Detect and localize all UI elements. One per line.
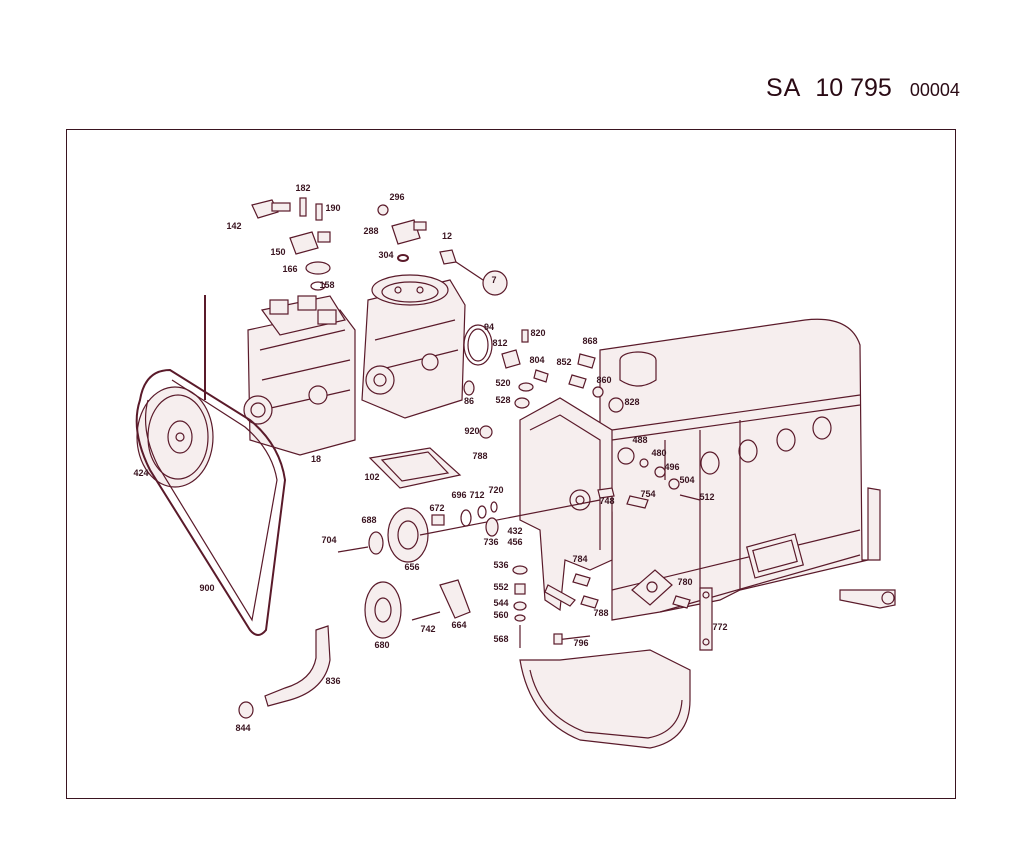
compressor-bracket	[519, 397, 713, 651]
callout-288: 288	[363, 226, 378, 236]
callout-7: 7	[491, 275, 496, 285]
callout-12: 12	[442, 231, 452, 241]
callout-754: 754	[640, 489, 655, 499]
callout-688: 688	[361, 515, 376, 525]
engine-block	[519, 318, 896, 749]
callout-656: 656	[404, 562, 419, 572]
callout-150: 150	[270, 247, 285, 257]
callout-680: 680	[374, 640, 389, 650]
callout-504: 504	[679, 475, 694, 485]
callout-18: 18	[311, 454, 321, 464]
callout-304: 304	[378, 250, 393, 260]
callout-720: 720	[488, 485, 503, 495]
callout-512: 512	[699, 492, 714, 502]
callout-772: 772	[712, 622, 727, 632]
callout-94: 94	[484, 322, 494, 332]
callout-788: 788	[472, 451, 487, 461]
callout-736: 736	[483, 537, 498, 547]
callout-488: 488	[632, 435, 647, 445]
header-number: 10 795	[815, 74, 892, 102]
callout-704: 704	[321, 535, 336, 545]
callout-828: 828	[624, 397, 639, 407]
callout-158: 158	[319, 280, 334, 290]
callout-664: 664	[451, 620, 466, 630]
callout-544: 544	[493, 598, 508, 608]
diagram-frame	[66, 129, 956, 799]
callout-536: 536	[493, 560, 508, 570]
gasket-plate	[368, 447, 462, 489]
callout-166: 166	[282, 264, 297, 274]
callout-182: 182	[295, 183, 310, 193]
callout-836: 836	[325, 676, 340, 686]
small-hardware	[463, 329, 701, 648]
callout-496: 496	[664, 462, 679, 472]
callout-190: 190	[325, 203, 340, 213]
callout-804: 804	[529, 355, 544, 365]
belt-and-pulleys	[135, 368, 601, 639]
header-code: SA	[766, 74, 802, 102]
callout-852: 852	[556, 357, 571, 367]
callout-788: 788	[593, 608, 608, 618]
callout-844: 844	[235, 723, 250, 733]
top-fittings	[251, 197, 508, 296]
callout-560: 560	[493, 610, 508, 620]
callout-900: 900	[199, 583, 214, 593]
header-sub: 00004	[909, 80, 960, 100]
callout-780: 780	[677, 577, 692, 587]
callout-552: 552	[493, 582, 508, 592]
callout-868: 868	[582, 336, 597, 346]
callout-568: 568	[493, 634, 508, 644]
callout-432: 432	[507, 526, 522, 536]
callout-742: 742	[420, 624, 435, 634]
compressor-left	[204, 295, 356, 456]
compressor-right	[361, 274, 493, 419]
callout-296: 296	[389, 192, 404, 202]
callout-748: 748	[599, 496, 614, 506]
callout-796: 796	[573, 638, 588, 648]
header-reference: SA 10 795 00004	[766, 74, 960, 103]
callout-424: 424	[133, 468, 148, 478]
callout-920: 920	[464, 426, 479, 436]
callout-102: 102	[364, 472, 379, 482]
callout-456: 456	[507, 537, 522, 547]
callout-672: 672	[429, 503, 444, 513]
callout-820: 820	[530, 328, 545, 338]
callout-528: 528	[495, 395, 510, 405]
callout-142: 142	[226, 221, 241, 231]
callout-712: 712	[469, 490, 484, 500]
callout-860: 860	[596, 375, 611, 385]
callout-86: 86	[464, 396, 474, 406]
callout-480: 480	[651, 448, 666, 458]
callout-696: 696	[451, 490, 466, 500]
hose-and-clamp	[238, 625, 331, 719]
callout-520: 520	[495, 378, 510, 388]
callout-784: 784	[572, 554, 587, 564]
callout-812: 812	[492, 338, 507, 348]
callout-labels: 182 190 142 150 166 158 296 288 304 12 7 94 820 812 86…	[133, 183, 727, 733]
